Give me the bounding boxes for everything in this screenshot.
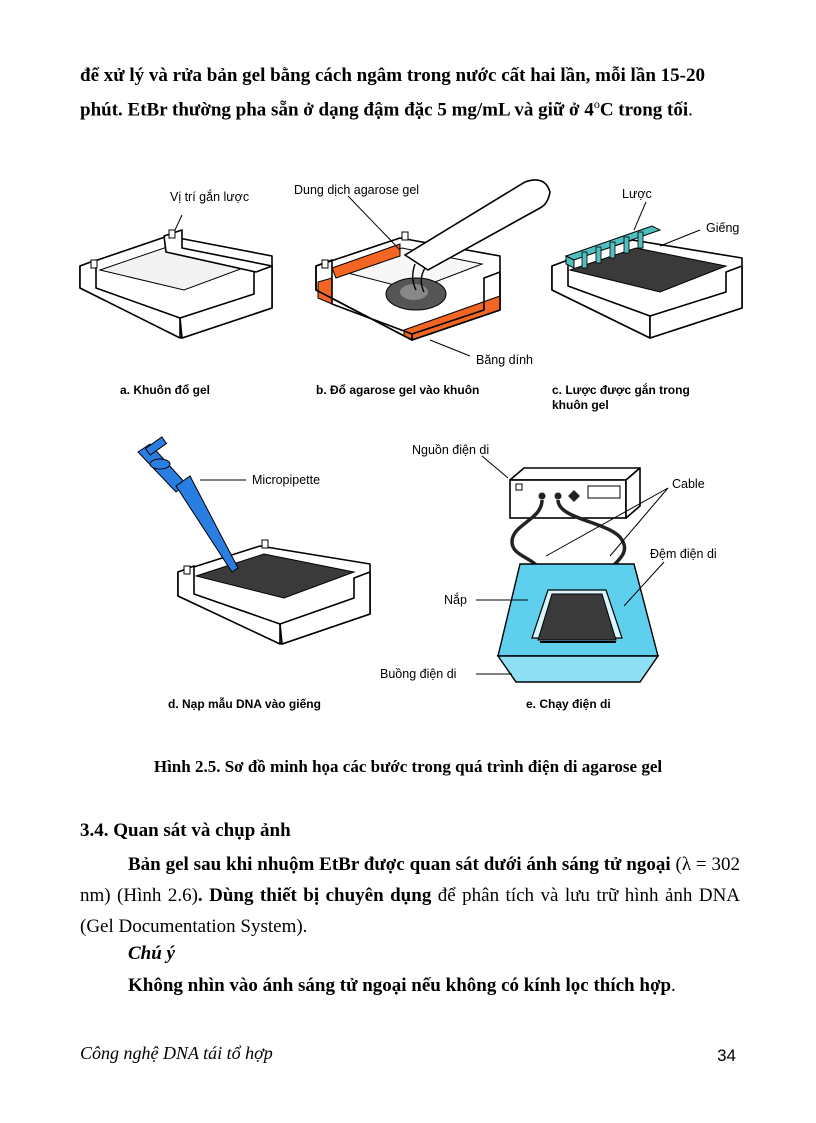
top-paragraph-line2: phút. EtBr thường pha sẵn ở dạng đậm đặc… (80, 90, 740, 124)
label-chamber: Buồng điện di (380, 667, 456, 681)
caption-e: e. Chạy điện di (526, 697, 611, 711)
line2-text-a: phút. EtBr thường pha sẵn ở dạng đậm đặc… (80, 99, 594, 121)
label-cable: Cable (672, 477, 705, 491)
section-title: 3.4. Quan sát và chụp ảnh (80, 820, 291, 841)
figure-caption: Hình 2.5. Sơ đồ minh họa các bước trong … (153, 757, 663, 776)
note-title: Chú ý (128, 943, 175, 964)
label-tape: Băng dính (476, 353, 533, 367)
footer-page-number: 34 (717, 1046, 736, 1065)
caption-c-line2: khuôn gel (552, 398, 609, 412)
label-agarose-solution: Dung dịch agarose gel (294, 183, 419, 197)
top-paragraph-line1: để xử lý và rửa bản gel bằng cách ngâm t… (80, 65, 705, 86)
caption-b: b. Đổ agarose gel vào khuôn (316, 383, 479, 397)
body-text-2: để phân tích và lưu trữ hình ảnh DNA (Ge… (80, 885, 741, 937)
caption-a: a. Khuôn đổ gel (120, 383, 210, 397)
gel-slab-e (537, 593, 617, 641)
body-bold-2: . Dùng thiết bị chuyên dụng (197, 885, 432, 906)
note-period: . (671, 975, 676, 996)
label-buffer: Đệm điện di (650, 547, 717, 561)
degree-superscript: o (593, 97, 600, 111)
electrophoresis-chamber (496, 563, 660, 683)
top-paragraph: để xử lý và rửa bản gel bằng cách ngâm t… (80, 62, 740, 124)
note-text-body: Không nhìn vào ánh sáng tử ngoại nếu khô… (128, 975, 672, 996)
label-lid: Nắp (444, 592, 467, 607)
body-paragraph: Bản gel sau khi nhuộm EtBr được quan sát… (80, 849, 740, 942)
label-power-supply: Nguồn điện di (412, 443, 489, 457)
panel-b-pouring-agarose: Dung dịch agarose gel Băng dính b. Đổ ag… (294, 179, 551, 397)
pouring-bottle (403, 179, 551, 293)
label-comb-position: Vị trí gắn lược (170, 189, 249, 204)
footer-book-title: Công nghệ DNA tái tổ hợp (80, 1043, 273, 1063)
note-text: Không nhìn vào ánh sáng tử ngoại nếu khô… (128, 975, 676, 997)
body-bold-1: Bản gel sau khi nhuộm EtBr được quan sát… (128, 854, 671, 875)
tape-back (331, 243, 401, 279)
label-micropipette: Micropipette (252, 473, 320, 487)
comb (564, 225, 662, 269)
label-comb: Lược (622, 187, 652, 201)
line2-text-b: C trong tối (599, 99, 689, 121)
panel-d-loading-dna: Micropipette d. Nạp mẫu DNA vào giếng (137, 436, 371, 711)
power-supply (509, 467, 641, 519)
label-well: Giếng (706, 221, 739, 235)
caption-d: d. Nạp mẫu DNA vào giếng (168, 696, 321, 711)
panel-a-gel-tray: Vị trí gắn lược a. Khuôn đổ gel (79, 189, 273, 397)
gel-electrophoresis-figure: .ol{stroke:#000;stroke-width:1.6;fill:#f… (79, 179, 743, 711)
line2-period: . (688, 99, 693, 121)
body-text-1: (λ = 302 nm) (Hình 2.6) (80, 854, 740, 906)
micropipette (137, 436, 239, 573)
panel-e-running: Nguồn điện di Cable Đệm điện di Nắp Buồn… (380, 443, 717, 711)
caption-c-line1: c. Lược được gắn trong (552, 382, 690, 397)
panel-c-comb-in-tray: Lược Giếng c. Lược được gắn trong khuôn … (551, 187, 743, 412)
